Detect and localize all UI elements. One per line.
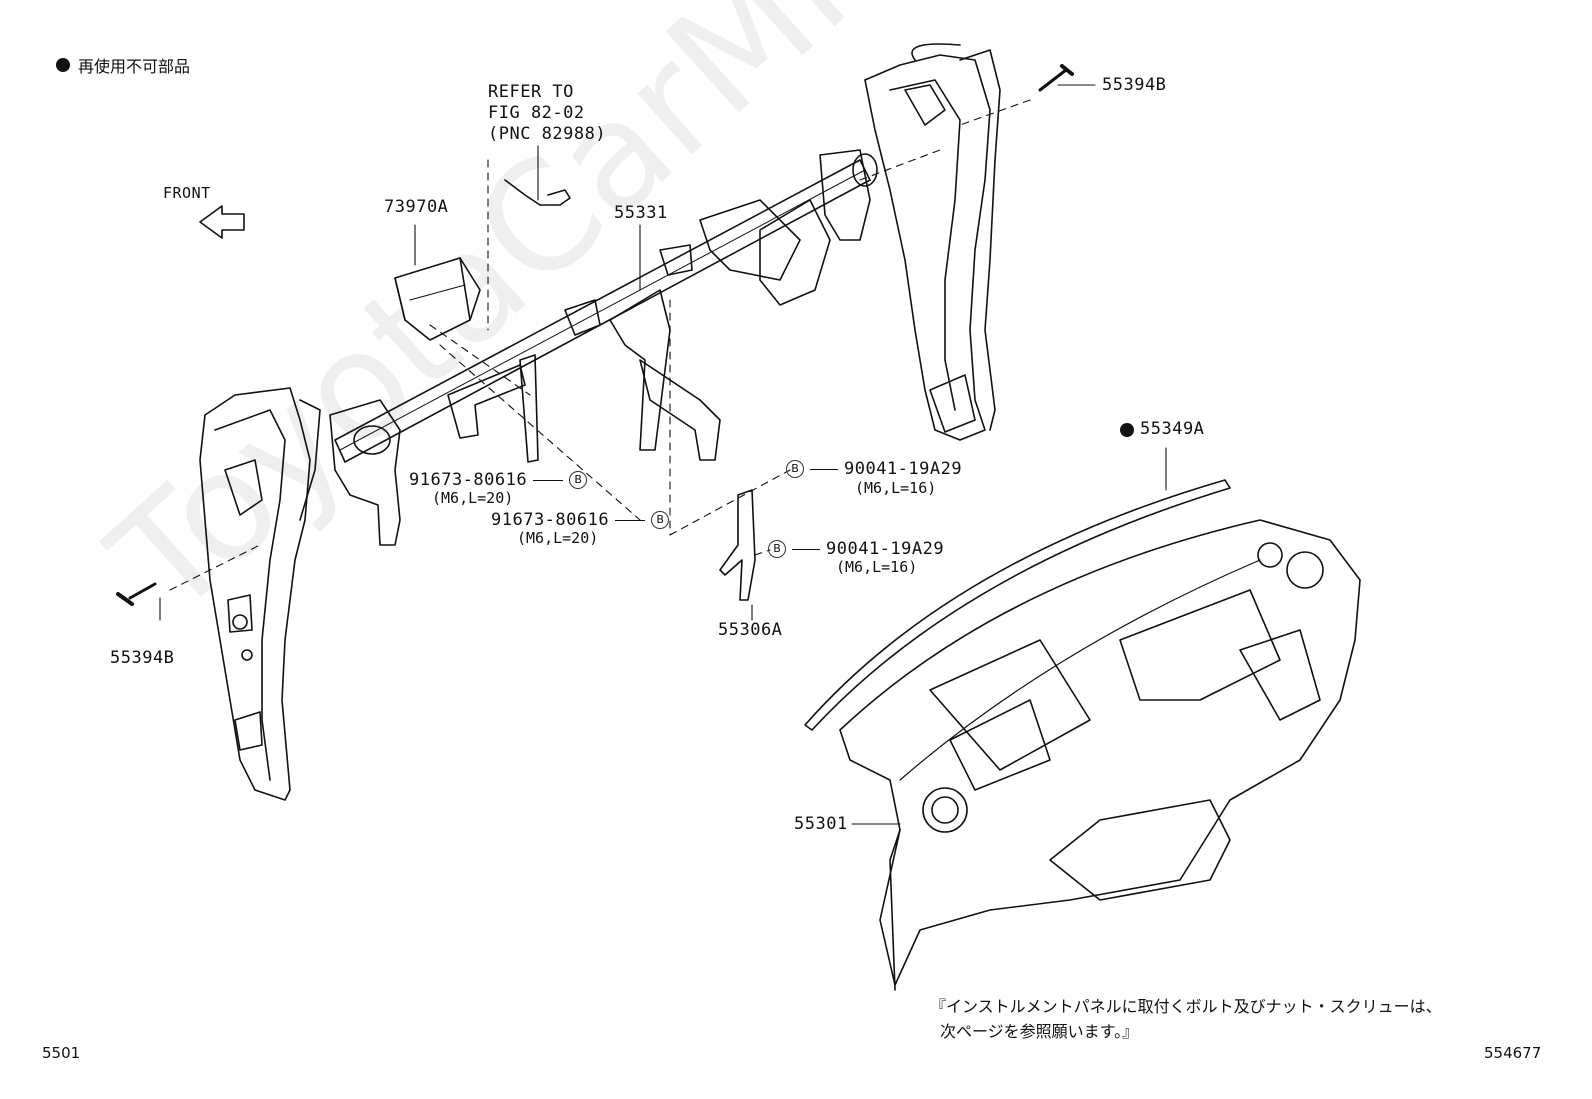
bolt-b-mark-icon: B <box>768 540 786 558</box>
right-pillar <box>864 43 1001 441</box>
bolt-b-mark-icon: B <box>786 460 804 478</box>
illustration-number: 554677 <box>1484 1044 1542 1062</box>
part-55349A: 55349A <box>1140 419 1205 439</box>
part-55331[interactable]: 55331 <box>614 203 668 223</box>
note: 『インストルメントパネルに取付くボルト及びナット・スクリューは、 次ページを参照… <box>930 995 1442 1045</box>
left-pillar <box>199 387 321 801</box>
wire-harness <box>504 179 571 206</box>
refer-line3: (PNC 82988) <box>488 124 607 144</box>
part-55394B-top[interactable]: 55394B <box>1102 75 1167 95</box>
bolt-91673-b[interactable]: 91673-80616 B <box>491 509 670 530</box>
bolt-spec: (M6,L=20) <box>517 529 599 547</box>
bolt-code: 91673-80616 <box>491 509 610 530</box>
note-line2: 次ページを参照願います。』 <box>940 1021 1139 1041</box>
defroster-garnish <box>804 479 1231 731</box>
part-55394B-left[interactable]: 55394B <box>110 648 175 668</box>
bolt-b-mark-icon: B <box>569 471 588 489</box>
refer-line2: FIG 82-02 <box>488 103 585 123</box>
bolt-spec: (M6,L=16) <box>836 558 918 576</box>
bolt-code: 91673-80616 <box>409 469 528 490</box>
legend: 再使用不可部品 <box>56 53 190 77</box>
legend-text: 再使用不可部品 <box>78 57 191 76</box>
refer-line1: REFER TO <box>488 82 574 102</box>
figure-number: 5501 <box>42 1044 81 1062</box>
bolt-91673-a[interactable]: 91673-80616 B <box>409 469 588 490</box>
reinforcement-beam <box>329 149 878 546</box>
front-label: FRONT <box>163 184 211 202</box>
part-55306A[interactable]: 55306A <box>718 620 783 640</box>
non-reusable-dot-icon <box>1120 422 1134 437</box>
bolt-spec: (M6,L=16) <box>855 479 937 497</box>
part-73970A[interactable]: 73970A <box>384 197 449 217</box>
part-55349A-callout[interactable]: 55349A <box>1120 421 1204 438</box>
front-arrow-icon <box>199 205 245 239</box>
bolt-top <box>1038 64 1074 92</box>
bolt-90041-b[interactable]: B 90041-19A29 <box>768 540 944 558</box>
bolt-spec: (M6,L=20) <box>432 489 514 507</box>
bolt-left <box>116 582 157 606</box>
part-55301[interactable]: 55301 <box>794 814 848 834</box>
airbag-box <box>394 257 481 341</box>
non-reusable-dot-icon <box>56 58 70 72</box>
brace-bracket <box>719 489 756 601</box>
bolt-90041-a[interactable]: B 90041-19A29 <box>786 460 962 478</box>
instrument-panel <box>839 519 1361 991</box>
note-line1: 『インストルメントパネルに取付くボルト及びナット・スクリューは、 <box>930 997 1442 1016</box>
bolt-code: 90041-19A29 <box>826 538 945 559</box>
bolt-b-mark-icon: B <box>651 511 670 529</box>
bolt-code: 90041-19A29 <box>844 458 963 479</box>
